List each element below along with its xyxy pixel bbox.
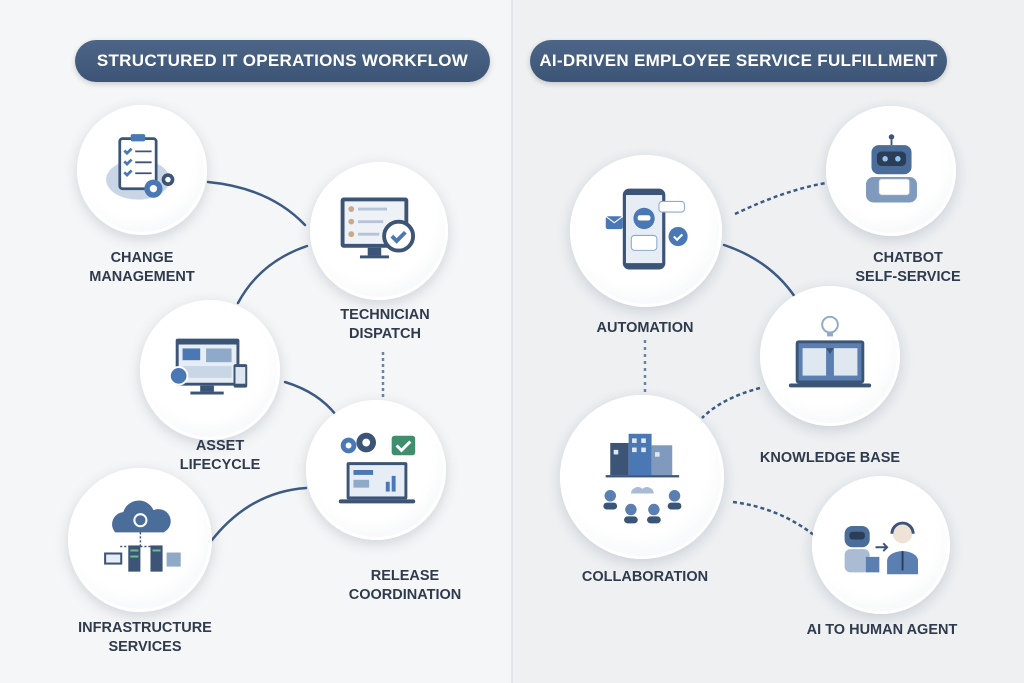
buildings-people-icon [602, 433, 682, 523]
node-release-coordination [306, 400, 446, 540]
label-infrastructure-services: INFRASTRUCTURE SERVICES [78, 619, 212, 657]
label-line: AUTOMATION [596, 320, 694, 336]
left-panel-title: STRUCTURED IT OPERATIONS WORKFLOW [75, 40, 490, 82]
monitor-check-icon [340, 197, 415, 259]
label-line: SERVICES [108, 639, 182, 655]
node-technician-dispatch [310, 162, 448, 300]
label-asset-lifecycle: ASSET LIFECYCLE [180, 437, 261, 475]
connector-change-to-dispatch [206, 180, 307, 227]
node-asset-lifecycle [140, 300, 280, 440]
label-line: KNOWLEDGE BASE [759, 450, 901, 466]
connector-dispatch-to-asset [236, 244, 309, 305]
label-line: SELF-SERVICE [855, 269, 961, 285]
right-panel-title: AI-DRIVEN EMPLOYEE SERVICE FULFILLMENT [530, 40, 947, 82]
clipboard-gears-icon [105, 133, 174, 200]
connector-automation-to-chatbot [734, 181, 827, 216]
node-knowledge-base [760, 286, 900, 426]
phone-bot-icon [605, 188, 688, 270]
laptop-gears-icon [338, 432, 416, 504]
label-technician-dispatch: TECHNICIAN DISPATCH [340, 306, 429, 344]
node-ai-to-human-agent [812, 476, 950, 614]
node-infrastructure-services [68, 468, 212, 612]
label-line: COORDINATION [348, 587, 462, 603]
devices-icon [168, 338, 248, 395]
label-change-management: CHANGE MANAGEMENT [89, 249, 195, 287]
label-collaboration: COLLABORATION [582, 568, 708, 587]
label-line: CHATBOT [873, 250, 943, 266]
label-line: DISPATCH [349, 326, 421, 342]
node-chatbot-self-service [826, 106, 956, 236]
label-ai-to-human-agent: AI TO HUMAN AGENT [807, 621, 958, 640]
label-automation: AUTOMATION [597, 319, 694, 338]
label-line: LIFECYCLE [179, 457, 261, 473]
node-collaboration [560, 395, 724, 559]
connector-collab-to-ai-human [732, 500, 816, 537]
label-line: TECHNICIAN [340, 307, 430, 323]
label-line: ASSET [195, 438, 245, 454]
robot-to-agent-icon [844, 521, 918, 574]
label-line: MANAGEMENT [89, 269, 195, 285]
label-line: AI TO HUMAN AGENT [806, 622, 958, 638]
connector-automation-to-kb [722, 243, 802, 307]
label-knowledge-base: KNOWLEDGE BASE [760, 449, 900, 468]
robot-icon [865, 133, 917, 202]
label-line: RELEASE [370, 568, 440, 584]
label-chatbot-self-service: CHATBOT SELF-SERVICE [855, 249, 960, 287]
node-automation [570, 155, 722, 307]
connector-release-to-infra [210, 486, 308, 542]
panel-divider [511, 0, 513, 683]
label-release-coordination: RELEASE COORDINATION [349, 567, 462, 605]
node-change-management [77, 105, 207, 235]
label-line: CHANGE [110, 250, 174, 266]
label-line: INFRASTRUCTURE [78, 620, 212, 636]
cloud-servers-icon [103, 500, 181, 572]
connector-kb-to-collab [701, 386, 761, 419]
connector-asset-to-release [283, 380, 338, 417]
lightbulb-laptop-icon [788, 315, 872, 388]
label-line: COLLABORATION [581, 569, 709, 585]
